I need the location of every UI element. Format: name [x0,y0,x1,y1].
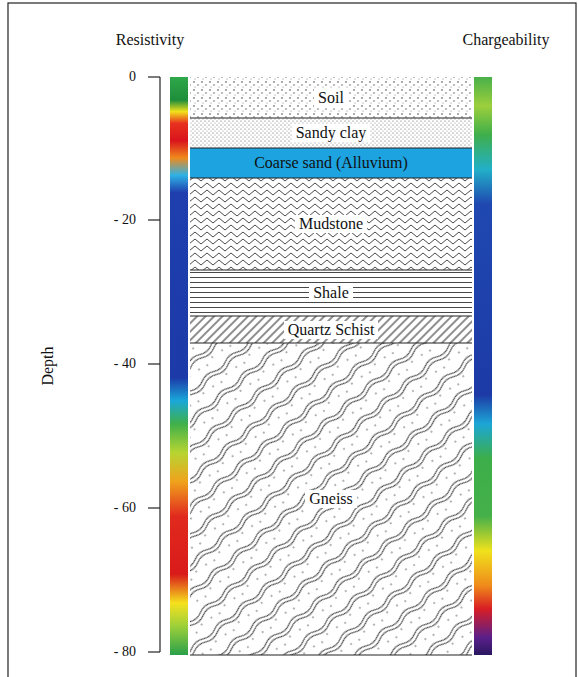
rock-layer: Coarse sand (Alluvium) [190,148,472,178]
layer-label: Mudstone [295,215,367,233]
depth-axis [148,77,160,652]
tick-label: - 20 [114,212,136,228]
tick-label: - 80 [114,644,136,660]
rock-layer: Quartz Schist [190,316,472,343]
layer-label: Sandy clay [292,124,371,142]
axis-title: Resistivity [116,31,184,49]
resistivity-strip [170,77,188,655]
layer-label: Shale [309,284,353,302]
rock-layer: Mudstone [190,178,472,270]
frame [8,3,576,677]
tick-label: - 40 [114,356,136,372]
rock-layer: Gneiss [190,343,472,655]
axis-title: Depth [39,346,57,385]
chargeability-strip [474,77,492,655]
gneiss-fill [190,343,472,655]
tick-label: 0 [129,69,136,85]
coarse-sand-fill [190,148,472,178]
layer-label: Coarse sand (Alluvium) [250,154,412,172]
tick-label: - 60 [114,500,136,516]
soil-fill [190,77,472,118]
layer-label: Soil [314,89,348,107]
shale-fill [190,270,472,316]
mudstone-fill [190,178,472,270]
schist-fill [190,316,472,343]
sandy-clay-fill [190,118,472,148]
rock-layer: Soil [190,77,472,118]
rock-layer: Shale [190,270,472,316]
layer-boundaries [190,118,472,655]
rock-layer: Sandy clay [190,118,472,148]
layer-label: Quartz Schist [284,321,379,339]
axis-title: Chargeability [463,31,550,49]
layer-label: Gneiss [305,490,357,508]
